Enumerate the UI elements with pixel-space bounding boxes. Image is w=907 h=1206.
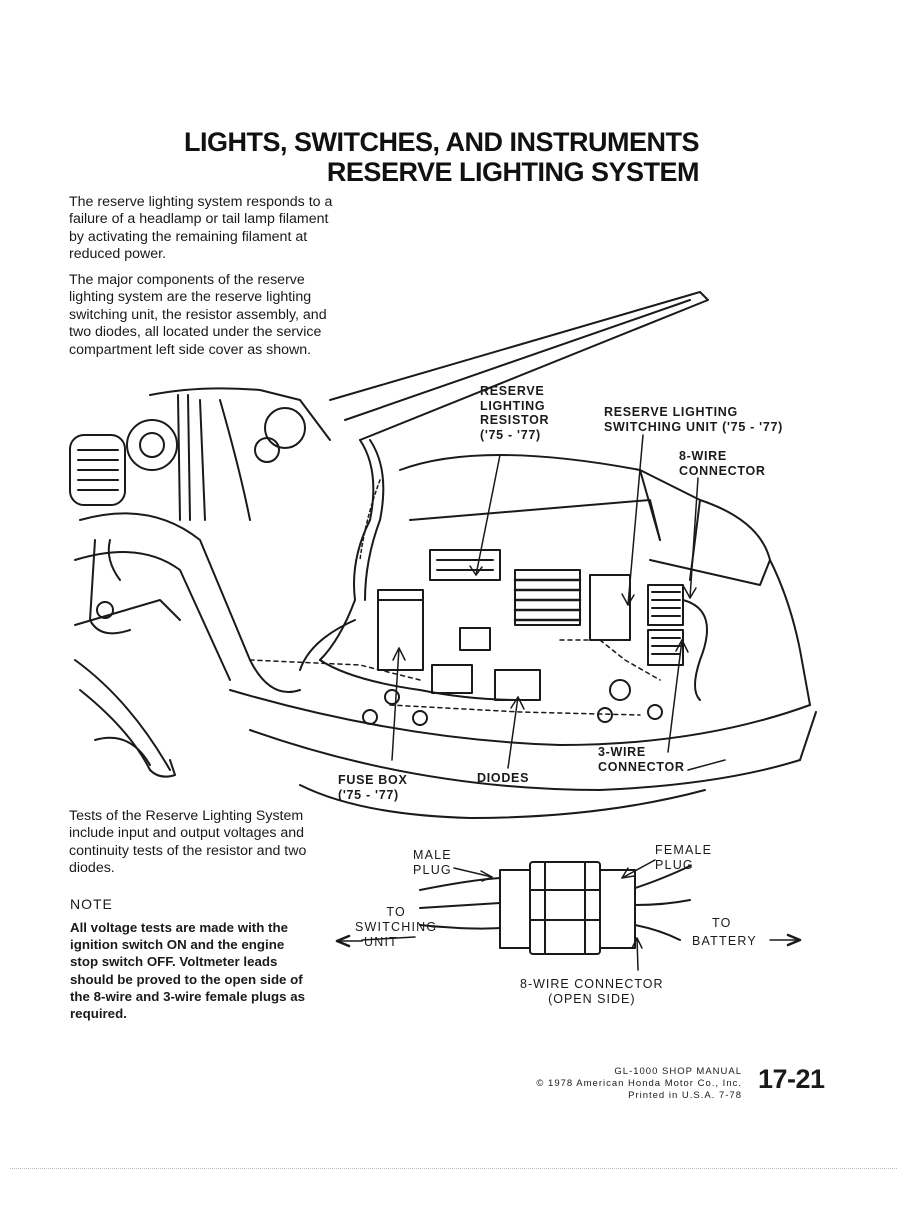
label-male-plug: MALE PLUG: [413, 848, 452, 877]
label-switching-unit: RESERVE LIGHTING SWITCHING UNIT ('75 - '…: [604, 405, 784, 434]
callout-leaders: [391, 434, 726, 771]
note-body: All voltage tests are made with the igni…: [70, 920, 305, 1022]
page-title-line2: RESERVE LIGHTING SYSTEM: [326, 157, 700, 187]
label-8-wire-open-side: 8-WIRE CONNECTOR (OPEN SIDE): [520, 977, 664, 1006]
label-fuse-box: FUSE BOX ('75 - '77): [338, 773, 408, 802]
connector-leaders: [335, 859, 802, 971]
label-3-wire-connector: 3-WIRE CONNECTOR: [598, 745, 685, 774]
connector-drawing: [419, 861, 691, 955]
intro-paragraph-2: The major components of the reserve ligh…: [69, 272, 327, 358]
label-battery: BATTERY: [692, 934, 757, 948]
label-diodes: DIODES: [477, 771, 530, 785]
motorcycle-frame-drawing: [69, 291, 817, 819]
footer-copyright: © 1978 American Honda Motor Co., Inc.: [536, 1078, 742, 1089]
note-heading: NOTE: [70, 896, 113, 912]
label-unit: UNIT: [364, 935, 398, 949]
page-number: 17-21: [758, 1064, 825, 1094]
footer-manual: GL-1000 SHOP MANUAL: [614, 1066, 742, 1077]
page-title-line1: LIGHTS, SWITCHES, AND INSTRUMENTS: [184, 127, 700, 157]
label-to-switching: TO SWITCHING: [355, 905, 438, 934]
scan-edge-divider: [10, 1168, 897, 1169]
label-to: TO: [712, 916, 732, 930]
label-female-plug: FEMALE PLUG: [655, 843, 713, 872]
tests-paragraph: Tests of the Reserve Lighting System inc…: [69, 808, 307, 877]
label-reserve-lighting-resistor: RESERVE LIGHTING RESISTOR ('75 - '77): [480, 384, 550, 442]
footer-printed: Printed in U.S.A. 7-78: [628, 1090, 742, 1101]
intro-paragraph-1: The reserve lighting system responds to …: [69, 194, 333, 263]
label-8-wire-connector: 8-WIRE CONNECTOR: [679, 449, 766, 478]
